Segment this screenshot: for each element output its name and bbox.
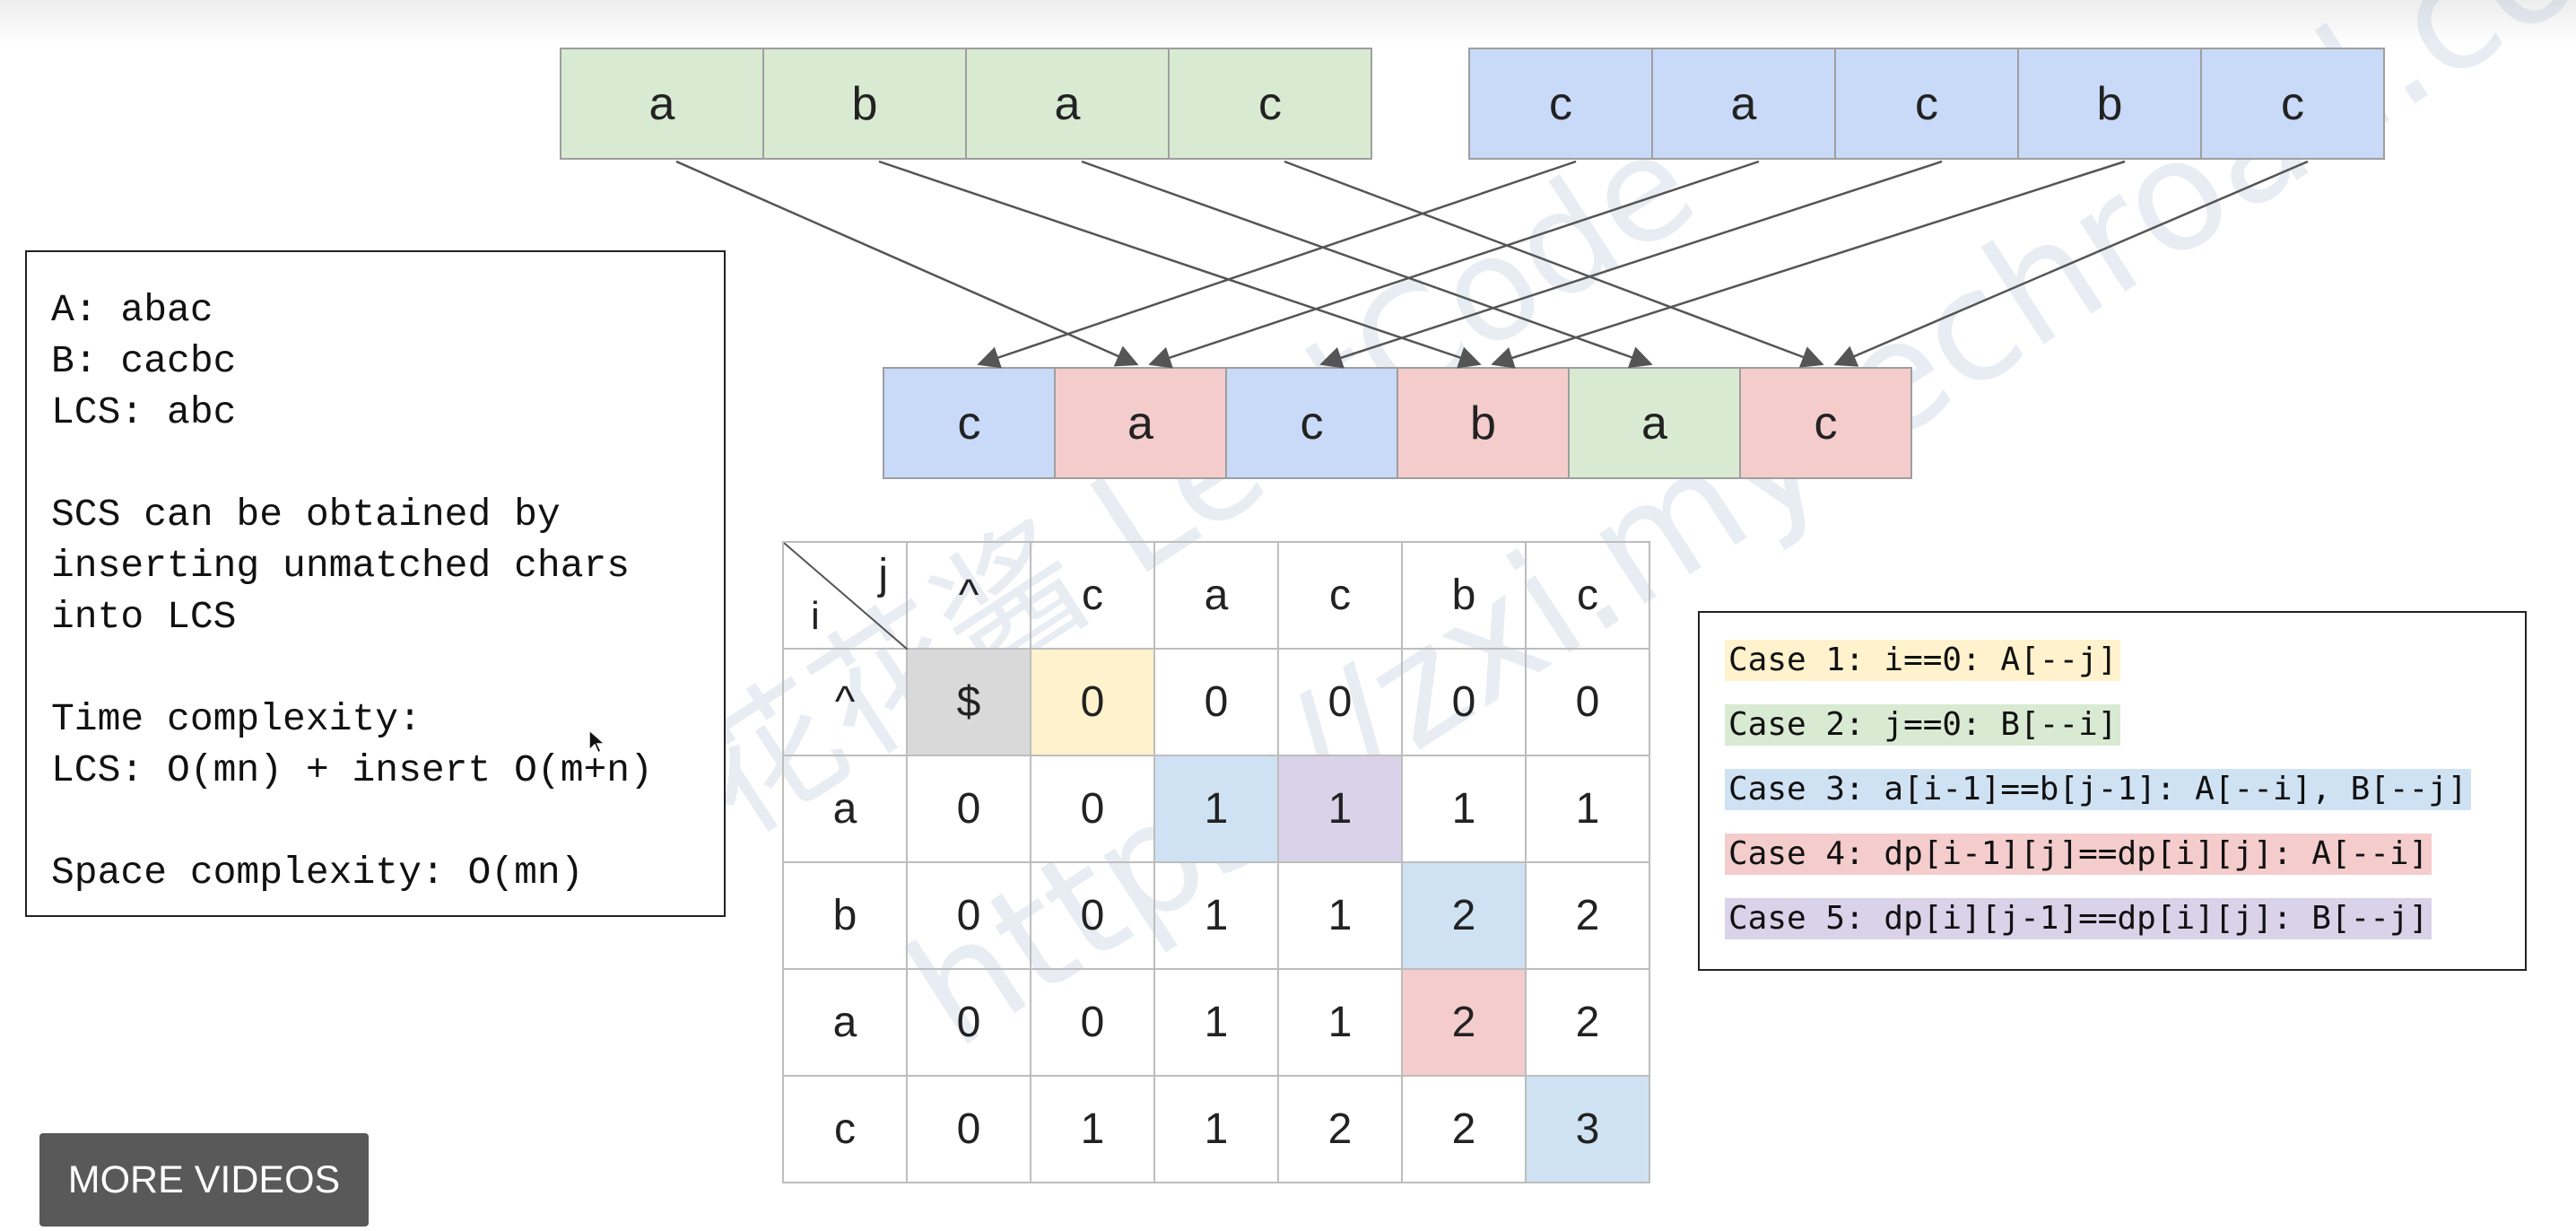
mapping-arrow — [878, 160, 1482, 369]
explanation-line: B: cacbc — [51, 339, 237, 383]
dp-row: a 0 0 1 1 2 2 — [782, 968, 1650, 1077]
scs-char: c — [1739, 367, 1912, 479]
explanation-line — [51, 642, 724, 694]
case-5: Case 5: dp[i][j-1]==dp[i][j]: B[--j] — [1725, 898, 2432, 939]
corner-diagonal — [784, 543, 908, 650]
dp-cell: 1 — [1153, 968, 1279, 1077]
dp-cell: 0 — [1030, 968, 1155, 1077]
video-top-fade — [0, 0, 2576, 45]
mapping-arrow — [1491, 160, 2126, 369]
dp-row: ^ $ 0 0 0 0 0 — [782, 648, 1650, 756]
string-a-char: a — [965, 48, 1170, 160]
dp-cell: 1 — [1277, 755, 1403, 863]
dp-table: j i ^ c a c b c ^ $ 0 0 0 0 0 a 0 0 1 1 … — [782, 541, 1650, 1183]
dp-cell: 3 — [1525, 1075, 1650, 1183]
scs-char: c — [883, 367, 1056, 479]
dp-row-header: a — [782, 968, 908, 1077]
dp-row-header: a — [782, 755, 908, 863]
mapping-arrow — [1081, 160, 1653, 369]
dp-cell: 1 — [1153, 861, 1279, 970]
scs-char: a — [1568, 367, 1741, 479]
mapping-arrows — [675, 160, 2309, 369]
dp-cell: 1 — [1401, 755, 1527, 863]
dp-cell: 0 — [1030, 648, 1155, 756]
cases-legend: Case 1: i==0: A[--j] Case 2: j==0: B[--i… — [1698, 611, 2527, 971]
mapping-arrow — [1319, 160, 1943, 369]
corner-label-i: i — [811, 594, 820, 638]
scs-char: a — [1054, 367, 1227, 479]
explanation-box: A: abac B: cacbc LCS: abc SCS can be obt… — [25, 250, 726, 917]
case-2: Case 2: j==0: B[--i] — [1725, 704, 2121, 746]
dp-row: a 0 0 1 1 1 1 — [782, 755, 1650, 863]
dp-cell: 0 — [906, 1075, 1031, 1183]
explanation-line — [51, 438, 724, 489]
explanation-line: LCS: abc — [51, 390, 237, 434]
dp-cell: 2 — [1401, 1075, 1527, 1183]
dp-row: c 0 1 1 2 2 3 — [782, 1075, 1650, 1183]
dp-row-header: b — [782, 861, 908, 970]
case-1: Case 1: i==0: A[--j] — [1725, 640, 2121, 681]
dp-cell: 0 — [906, 755, 1031, 863]
explanation-line — [51, 796, 724, 847]
dp-cell: 2 — [1401, 861, 1527, 970]
dp-corner-cell: j i — [782, 541, 908, 650]
explanation-line: Space complexity: O(mn) — [51, 851, 584, 895]
corner-label-j: j — [878, 551, 888, 598]
dp-cell: 0 — [1401, 648, 1527, 756]
mapping-arrow — [1284, 160, 1824, 368]
dp-cell: 1 — [1277, 968, 1403, 1077]
dp-cell: 2 — [1277, 1075, 1403, 1183]
dp-cell: 0 — [1277, 648, 1403, 756]
dp-col-header: c — [1525, 541, 1650, 650]
dp-cell: 0 — [1030, 755, 1155, 863]
string-a-char: a — [560, 48, 764, 160]
dp-cell: 2 — [1401, 968, 1527, 1077]
mapping-arrow — [675, 160, 1139, 367]
dp-cell: $ — [906, 648, 1031, 756]
explanation-line: LCS: O(mn) + insert O(m+n) — [51, 748, 653, 792]
explanation-line: inserting unmatched chars — [51, 544, 631, 588]
case-4: Case 4: dp[i-1][j]==dp[i][j]: A[--i] — [1725, 834, 2432, 875]
scs-char: c — [1225, 367, 1398, 479]
dp-cell: 1 — [1030, 1075, 1155, 1183]
dp-header-row: j i ^ c a c b c — [782, 541, 1650, 650]
explanation-line: into LCS — [51, 595, 237, 639]
more-videos-button[interactable]: MORE VIDEOS — [39, 1133, 369, 1227]
explanation-line: Time complexity: — [51, 697, 422, 741]
dp-row-header: ^ — [782, 648, 908, 756]
string-b-char: a — [1651, 48, 1836, 160]
dp-row: b 0 0 1 1 2 2 — [782, 861, 1650, 970]
dp-cell: 0 — [1030, 861, 1155, 970]
mouse-cursor-icon — [588, 729, 606, 755]
mapping-arrow — [1148, 160, 1760, 369]
dp-cell: 2 — [1525, 968, 1650, 1077]
case-3: Case 3: a[i-1]==b[j-1]: A[--i], B[--j] — [1725, 769, 2471, 810]
explanation-line: A: abac — [51, 288, 213, 332]
dp-cell: 1 — [1153, 755, 1279, 863]
string-b-char: b — [2017, 48, 2202, 160]
dp-cell: 1 — [1153, 1075, 1279, 1183]
mapping-arrow — [977, 160, 1577, 369]
string-b-char: c — [1468, 48, 1653, 160]
dp-cell: 1 — [1277, 861, 1403, 970]
dp-col-header: c — [1277, 541, 1403, 650]
dp-col-header: a — [1153, 541, 1279, 650]
dp-row-header: c — [782, 1075, 908, 1183]
dp-cell: 0 — [1153, 648, 1279, 756]
dp-cell: 1 — [1525, 755, 1650, 863]
string-a-char: c — [1168, 48, 1372, 160]
dp-cell: 2 — [1525, 861, 1650, 970]
dp-cell: 0 — [906, 968, 1031, 1077]
dp-col-header: c — [1030, 541, 1155, 650]
dp-col-header: b — [1401, 541, 1527, 650]
scs-char: b — [1397, 367, 1570, 479]
dp-col-header: ^ — [906, 541, 1031, 650]
dp-cell: 0 — [1525, 648, 1650, 756]
explanation-line: SCS can be obtained by — [51, 493, 561, 537]
string-b-char: c — [2200, 48, 2385, 160]
dp-cell: 0 — [906, 861, 1031, 970]
mapping-arrow — [1833, 160, 2309, 367]
